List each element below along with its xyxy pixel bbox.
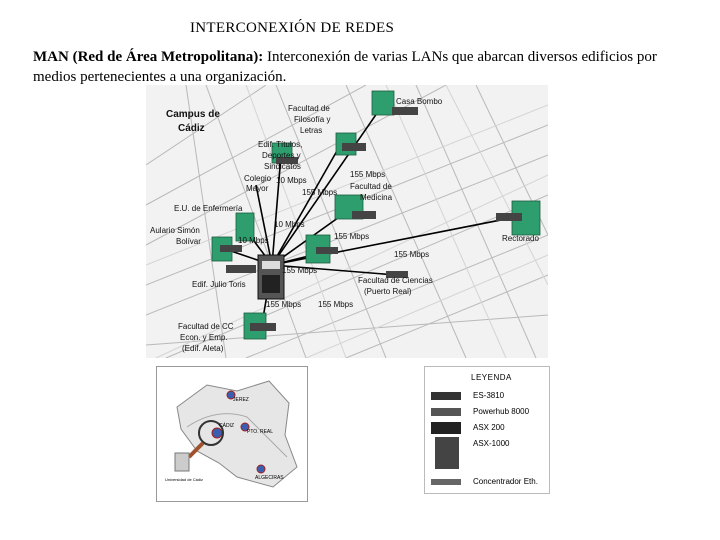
label-casa-bombo: Casa Bombo — [396, 97, 443, 106]
inset-caption: Universidad de Cádiz — [165, 477, 203, 482]
speed-label: 155 Mbps — [282, 266, 317, 275]
campus-network-map: Campus de Cádiz — [146, 85, 548, 358]
label-ciencias-1: Facultad de Ciencias — [358, 276, 433, 285]
label-cc-2: Econ. y Emp. — [180, 333, 228, 342]
speed-label: 155 Mbps — [302, 188, 337, 197]
label-edif-titulos-3: Sindicatos — [264, 162, 301, 171]
label-medicina-2: Medicina — [360, 193, 393, 202]
asx1000-icon — [435, 437, 459, 469]
legend-item-label: Powerhub 8000 — [473, 407, 529, 416]
legend-item: Powerhub 8000 — [425, 405, 549, 419]
inset-place: CÁDIZ — [219, 422, 234, 429]
label-filosofia-3: Letras — [300, 126, 322, 135]
label-enfermeria: E.U. de Enfermería — [174, 204, 243, 213]
section-title: INTERCONEXIÓN DE REDES — [190, 20, 394, 37]
university-logo — [175, 453, 189, 471]
label-ciencias-2: (Puerto Real) — [364, 287, 412, 296]
campus-title-line1: Campus de — [166, 109, 220, 120]
inset-place: PTO. REAL — [247, 429, 273, 435]
node-icon — [257, 465, 265, 473]
hub-icon — [431, 479, 461, 485]
label-aulario-2: Bolívar — [176, 237, 201, 246]
label-medicina-1: Facultad de — [350, 182, 392, 191]
legend-panel: LEYENDA ES-3810 Powerhub 8000 ASX 200 AS… — [424, 366, 550, 494]
asx200-icon — [431, 422, 461, 434]
legend-item: ASX-1000 — [425, 437, 549, 471]
legend-item-label: ASX 200 — [473, 423, 505, 432]
legend-item-label: ASX-1000 — [473, 439, 509, 448]
legend-title: LEYENDA — [471, 373, 512, 382]
label-filosofia-2: Filosofía y — [294, 115, 330, 124]
man-definition: MAN (Red de Área Metropolitana): Interco… — [33, 47, 673, 87]
province-inset-map: JEREZ CÁDIZ PTO. REAL ALGECIRAS Universi… — [156, 366, 308, 502]
legend-item: Concentrador Eth. — [425, 475, 549, 489]
legend-item-label: ES-3810 — [473, 391, 504, 400]
label-colegio-1: Colegio — [244, 174, 272, 183]
label-cc-3: (Edif. Aleta) — [182, 344, 224, 353]
legend-item: ASX 200 — [425, 421, 549, 435]
speed-label: 10 Mbps — [274, 220, 305, 229]
inset-map-svg: JEREZ CÁDIZ PTO. REAL ALGECIRAS Universi… — [157, 367, 307, 501]
label-colegio-2: Mayor — [246, 184, 269, 193]
speed-label: 155 Mbps — [318, 300, 353, 309]
label-cc-1: Facultad de CC — [178, 322, 234, 331]
node-icon — [212, 428, 222, 438]
label-julio-toris: Edif. Julio Toris — [192, 280, 246, 289]
legend-item-label: Concentrador Eth. — [473, 477, 538, 486]
legend-item: ES-3810 — [425, 389, 549, 403]
speed-label: 10 Mbps — [238, 236, 269, 245]
speed-label: 10 Mbps — [276, 176, 307, 185]
campus-title-line2: Cádiz — [178, 123, 205, 134]
label-aulario-1: Aulario Simón — [150, 226, 200, 235]
label-filosofia-1: Facultad de — [288, 104, 330, 113]
label-edif-titulos-1: Edif. Títulos, — [258, 140, 302, 149]
inset-place: ALGECIRAS — [255, 475, 284, 481]
campus-map-svg: Campus de Cádiz — [146, 85, 548, 358]
es3810-icon — [431, 392, 461, 400]
man-term: MAN (Red de Área Metropolitana): — [33, 49, 263, 65]
inset-place: JEREZ — [233, 397, 249, 403]
speed-label: 155 Mbps — [394, 250, 429, 259]
powerhub-icon — [431, 408, 461, 416]
label-rectorado: Rectorado — [502, 234, 539, 243]
label-edif-titulos-2: Deportes y — [262, 151, 301, 160]
speed-label: 155 Mbps — [334, 232, 369, 241]
speed-label: 155 Mbps — [266, 300, 301, 309]
speed-label: 155 Mbps — [350, 170, 385, 179]
